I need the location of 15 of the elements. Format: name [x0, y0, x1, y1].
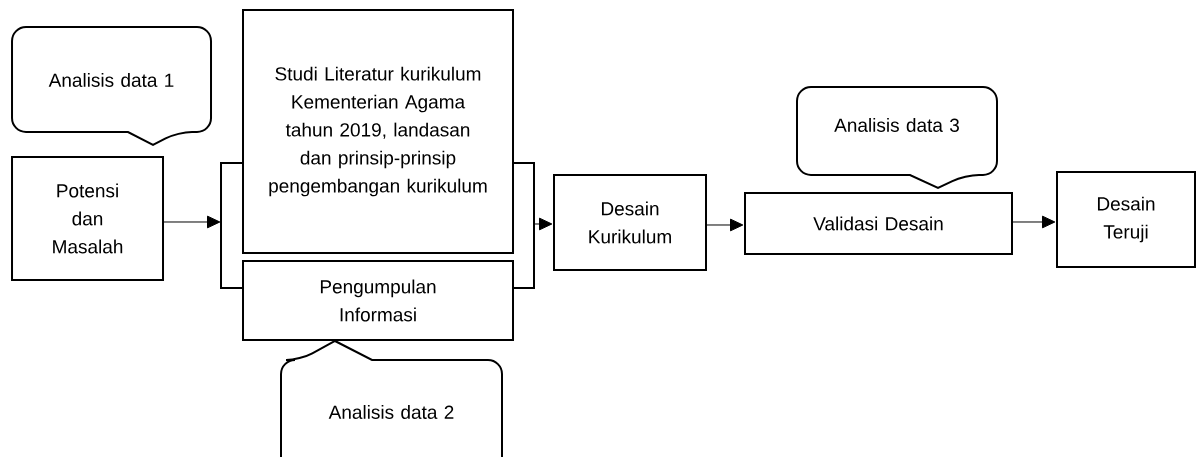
bracket — [220, 162, 245, 289]
process-box: Desain Kurikulum — [553, 174, 707, 271]
process-box: Potensi dan Masalah — [11, 156, 164, 281]
arrow — [706, 218, 744, 232]
arrow — [163, 215, 221, 229]
arrow — [533, 217, 553, 231]
callout-bubble: Analisis data 2 — [280, 340, 503, 457]
callout-bubble: Analisis data 1 — [11, 26, 212, 146]
process-box: Studi Literatur kurikulum Kementerian Agama tahun 2019, landasan dan prinsip-prinsip pengembangan kurikulum — [242, 9, 514, 254]
arrow — [1012, 215, 1056, 229]
bracket — [511, 162, 535, 289]
process-box: Pengumpulan Informasi — [242, 260, 514, 341]
process-box: Desain Teruji — [1056, 171, 1196, 268]
callout-bubble: Analisis data 3 — [796, 86, 998, 189]
process-box: Validasi Desain — [744, 192, 1013, 255]
